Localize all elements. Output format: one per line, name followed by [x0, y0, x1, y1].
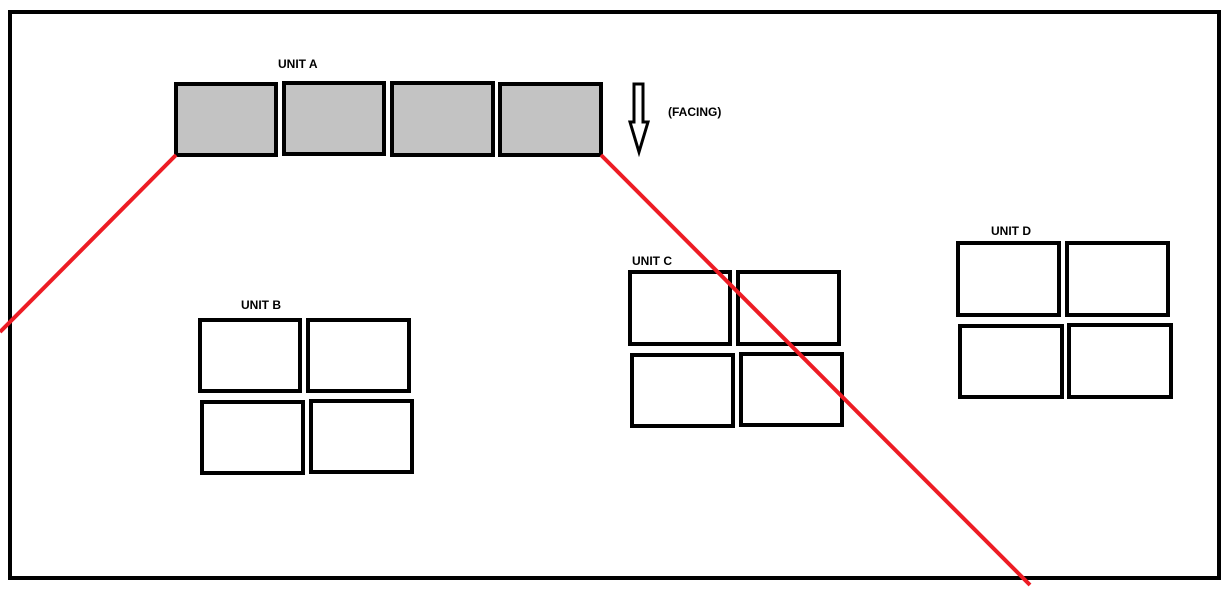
outer-boundary: [8, 10, 1221, 580]
unit-d-cell: [958, 324, 1064, 399]
unit-a-cell: [174, 82, 278, 157]
unit-c-label: UNIT C: [632, 254, 672, 268]
left-boundary-line: [0, 153, 178, 334]
unit-d-label: UNIT D: [991, 224, 1031, 238]
unit-c-cell: [739, 352, 844, 427]
unit-b-cell: [198, 318, 302, 393]
unit-c: UNIT C: [628, 254, 844, 428]
unit-b-cell: [200, 400, 305, 475]
unit-d-cell: [956, 241, 1061, 317]
unit-a-cell: [390, 81, 495, 157]
unit-d-cell: [1067, 323, 1173, 399]
down-arrow-icon: [627, 82, 651, 158]
unit-d-cell: [1065, 241, 1170, 317]
unit-a-cell: [282, 81, 386, 156]
unit-d: UNIT D: [956, 224, 1173, 399]
unit-b-cell: [309, 399, 414, 474]
unit-b: UNIT B: [198, 298, 414, 475]
right-boundary-line: [599, 153, 1032, 587]
unit-a: UNIT A: [174, 57, 603, 157]
facing-indicator: (FACING): [627, 82, 721, 158]
unit-b-label: UNIT B: [241, 298, 281, 312]
unit-b-cell: [306, 318, 411, 393]
unit-c-cell: [630, 353, 735, 428]
facing-label: (FACING): [668, 105, 721, 119]
unit-a-label: UNIT A: [278, 57, 318, 71]
unit-a-cell: [498, 82, 603, 157]
unit-c-cell: [628, 270, 732, 346]
